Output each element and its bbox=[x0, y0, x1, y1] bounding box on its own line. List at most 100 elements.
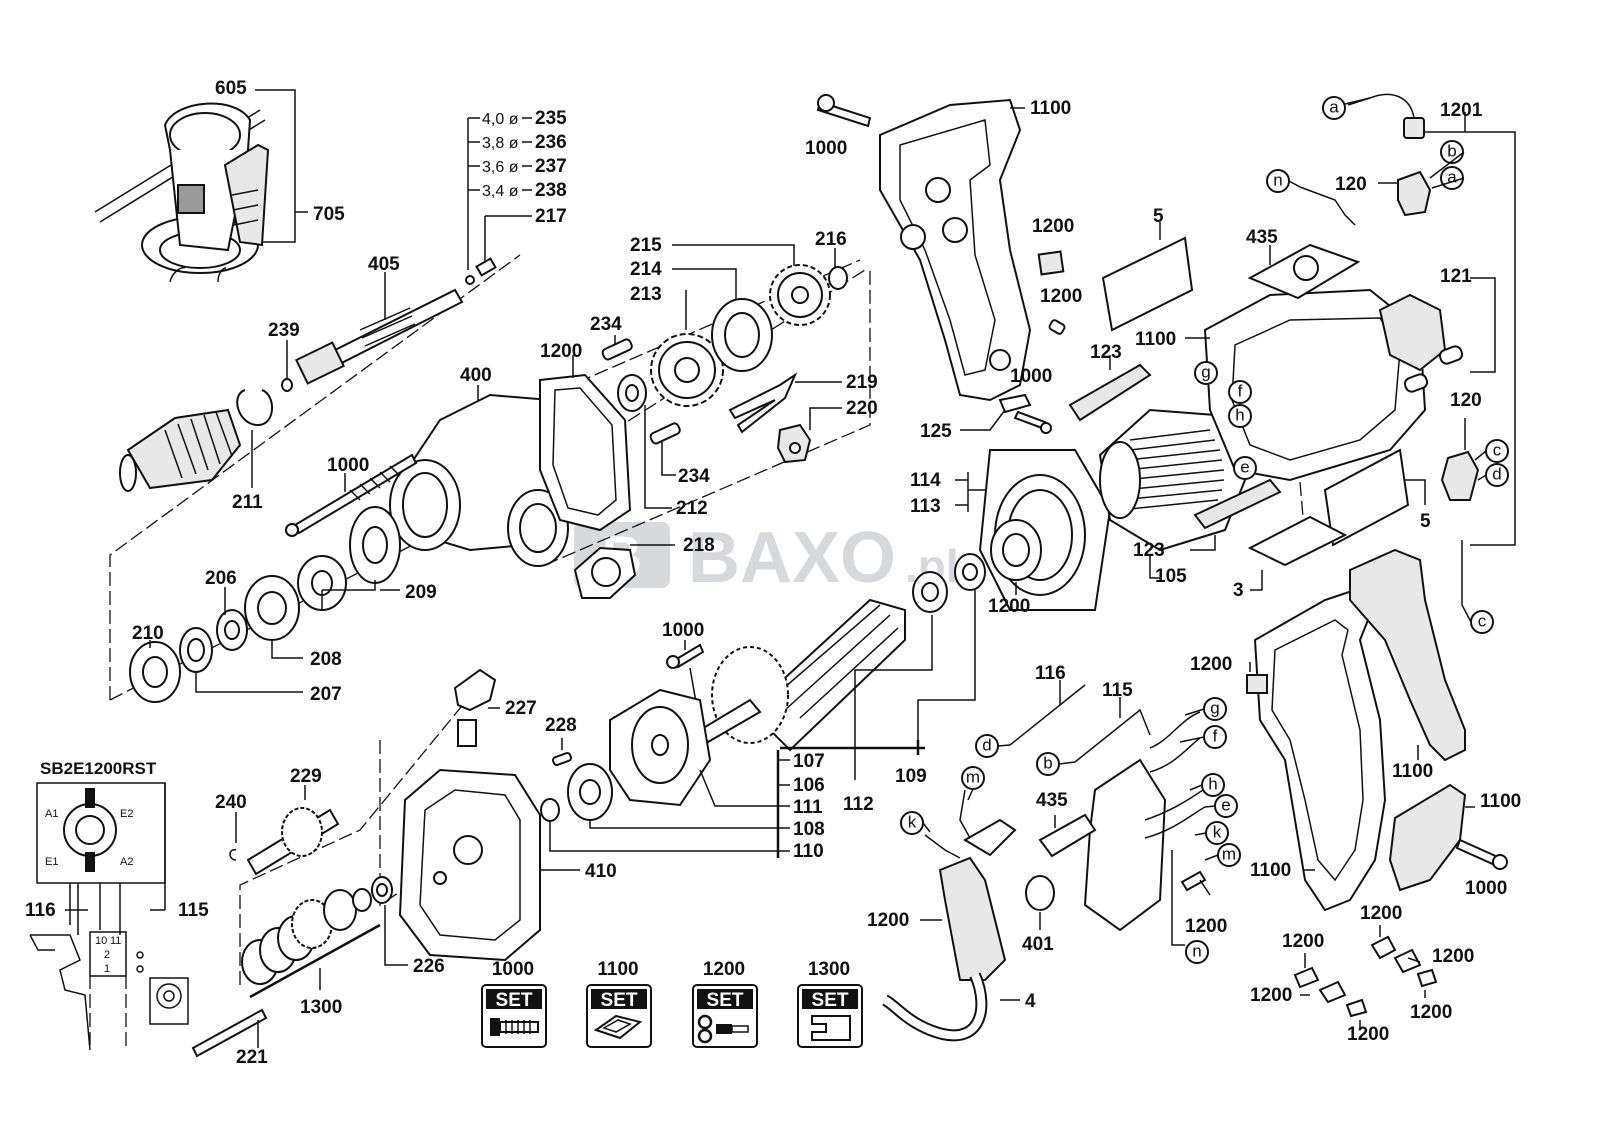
svg-text:g: g bbox=[1210, 699, 1219, 718]
part-label-1000-fan: 1000 bbox=[662, 620, 704, 641]
fan-shroud: 1000 bbox=[609, 620, 712, 807]
part-label-1200-top-b: 1200 bbox=[1040, 286, 1082, 307]
part-label-238: 238 bbox=[535, 180, 567, 201]
part-label-226: 226 bbox=[413, 956, 445, 977]
connector-a-top: a bbox=[1322, 96, 1346, 120]
handle-grip: 1100 bbox=[1349, 548, 1466, 782]
spindle: 405 bbox=[294, 254, 464, 385]
connector-b-top: b bbox=[1440, 140, 1464, 164]
svg-text:b: b bbox=[1043, 754, 1052, 773]
set-number-1100: 1100 bbox=[597, 959, 638, 980]
part-label-1000-housing: 1000 bbox=[327, 455, 369, 476]
set-number-1000: 1000 bbox=[492, 959, 534, 980]
gear-housing: 400 bbox=[389, 365, 577, 567]
gear-pins: 234 234 bbox=[590, 314, 710, 487]
svg-text:g: g bbox=[1201, 363, 1210, 382]
part-label-214: 214 bbox=[630, 259, 662, 280]
part-label-4: 4 bbox=[1025, 991, 1036, 1012]
terminal-a1: A1 bbox=[45, 808, 58, 820]
terminal-e1: E1 bbox=[45, 856, 58, 868]
svg-text:e: e bbox=[1221, 796, 1230, 815]
part-label-210: 210 bbox=[132, 623, 164, 644]
connector-g-stator: g bbox=[1194, 361, 1218, 385]
diameter-1: 4,0 ø bbox=[482, 111, 519, 128]
svg-text:k: k bbox=[1213, 823, 1222, 842]
connector-d-right: d bbox=[1485, 463, 1509, 487]
part-label-106: 106 bbox=[793, 775, 825, 796]
connector-e-stator: e bbox=[1233, 456, 1257, 480]
connector-k-cable: k bbox=[900, 811, 924, 835]
part-label-1201: 1201 bbox=[1440, 100, 1483, 121]
housing-clip-icon bbox=[593, 1014, 643, 1040]
bearing-set-left: 206 209 210 208 207 bbox=[129, 506, 437, 705]
svg-text:f: f bbox=[1213, 727, 1218, 746]
connector-d-switch: d bbox=[975, 734, 999, 758]
diameter-table: 4,0 ø 3,8 ø 3,6 ø 3,4 ø 235 236 237 238 … bbox=[465, 108, 567, 285]
part-label-5-lower: 5 bbox=[1420, 511, 1431, 532]
part-label-207: 207 bbox=[310, 684, 342, 705]
part-label-1100-handle-left: 1100 bbox=[1250, 860, 1291, 881]
screw-icon bbox=[490, 1018, 539, 1036]
part-label-229: 229 bbox=[290, 766, 322, 787]
shift-lever: 227 228 bbox=[453, 668, 577, 766]
connector-a-mid: a bbox=[1440, 166, 1464, 190]
gear-stack: 215 214 213 216 bbox=[630, 229, 848, 407]
part-label-1200-conn-2: 1200 bbox=[1432, 946, 1474, 967]
diameter-3: 3,6 ø bbox=[482, 159, 519, 176]
contact-1: 1 bbox=[104, 963, 110, 975]
part-label-114: 114 bbox=[910, 470, 941, 491]
handle-half-left: 1200 1100 bbox=[1190, 588, 1387, 912]
svg-text:a: a bbox=[1447, 168, 1457, 187]
gear-clips: 219 220 bbox=[728, 372, 878, 464]
part-label-1200-switch: 1200 bbox=[1185, 916, 1227, 937]
switch-small-parts: 121 120 120 1201 bbox=[1299, 93, 1516, 546]
connector-c-right: c bbox=[1485, 439, 1509, 463]
svg-text:m: m bbox=[1222, 845, 1236, 864]
part-label-123-lower: 123 bbox=[1133, 540, 1165, 561]
part-label-1300-assembly: 1300 bbox=[300, 997, 342, 1018]
connector-f-stator: f bbox=[1228, 380, 1252, 404]
brush-holders: 123 123 bbox=[1068, 342, 1282, 561]
part-label-116-wiring: 116 bbox=[25, 900, 56, 921]
watermark-brand: BAXO bbox=[688, 518, 896, 598]
part-label-111: 111 bbox=[793, 797, 823, 818]
part-label-115-wiring: 115 bbox=[178, 900, 209, 921]
part-label-113: 113 bbox=[910, 496, 941, 517]
set-label-1000: SET bbox=[496, 990, 533, 1011]
set-1000: 1000 SET bbox=[481, 959, 547, 1048]
part-label-239: 239 bbox=[268, 320, 300, 341]
svg-text:h: h bbox=[1208, 775, 1217, 794]
part-label-401: 401 bbox=[1022, 934, 1054, 955]
connector-n-top: n bbox=[1266, 169, 1290, 193]
connector-letters: a b a n g f h e c d c g f d b h e m k k … bbox=[900, 96, 1509, 964]
handle-cover: 1100 1000 bbox=[1388, 783, 1521, 899]
drill-chuck bbox=[119, 408, 242, 492]
svg-text:e: e bbox=[1240, 458, 1249, 477]
connector-c-lower: c bbox=[1470, 610, 1494, 634]
gear-plate: 1200 bbox=[539, 341, 632, 532]
part-label-1000-top: 1000 bbox=[805, 138, 847, 159]
contact-11: 11 bbox=[110, 935, 121, 947]
motor-end-plate: 1200 bbox=[978, 449, 1112, 617]
part-label-1200-conn-1: 1200 bbox=[1360, 903, 1402, 924]
part-label-216: 216 bbox=[815, 229, 847, 250]
part-label-1200-handle: 1200 bbox=[1190, 654, 1232, 675]
set-label-1200: SET bbox=[707, 990, 744, 1011]
connector-b-switch: b bbox=[1036, 752, 1060, 776]
spindle-small-parts: 239 211 bbox=[232, 320, 300, 513]
part-label-105: 105 bbox=[1155, 566, 1187, 587]
part-label-120-upper: 120 bbox=[1335, 174, 1367, 195]
part-label-237: 237 bbox=[535, 156, 567, 177]
part-label-1200-conn-5: 1200 bbox=[1250, 985, 1292, 1006]
part-label-234-lower: 234 bbox=[678, 466, 710, 487]
part-label-217: 217 bbox=[535, 206, 567, 227]
part-label-1200-endplate: 1200 bbox=[988, 596, 1030, 617]
connector-h-switch: h bbox=[1201, 773, 1225, 797]
svg-text:a: a bbox=[1329, 98, 1339, 117]
part-label-215: 215 bbox=[630, 235, 662, 256]
part-label-1000-cover: 1000 bbox=[1465, 878, 1507, 899]
part-label-227: 227 bbox=[505, 698, 537, 719]
svg-text:d: d bbox=[982, 736, 991, 755]
part-label-435-top: 435 bbox=[1246, 227, 1278, 248]
connector-h-stator: h bbox=[1228, 404, 1252, 428]
